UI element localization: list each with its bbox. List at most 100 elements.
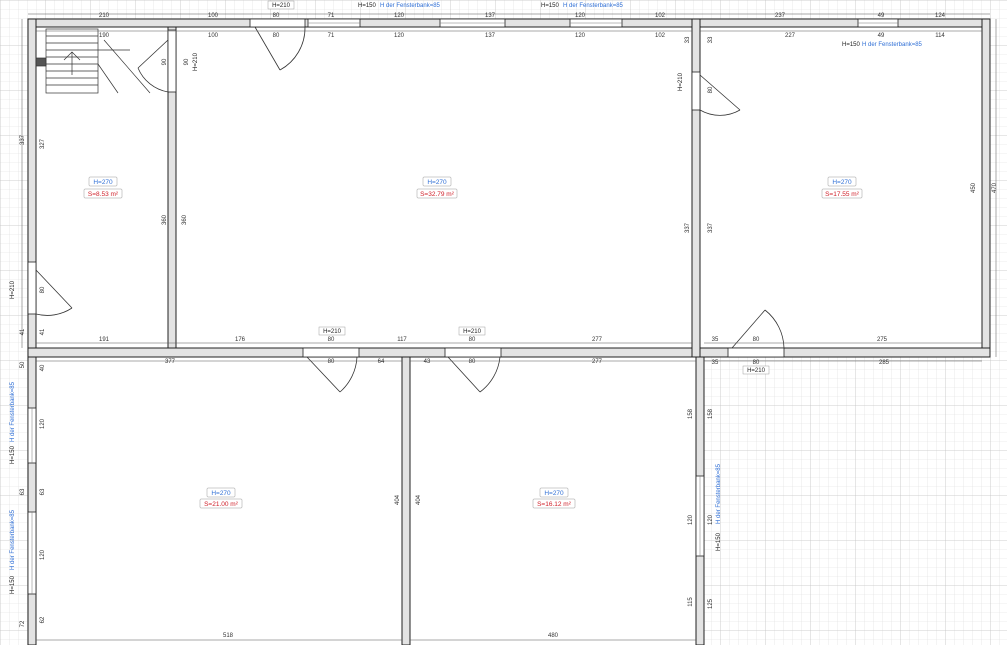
door-stair — [167, 29, 177, 93]
dim-low-2: 404 — [416, 494, 422, 505]
door-mid-2-height: H=210 — [463, 329, 482, 335]
dim-left-inner-5: 120 — [40, 418, 46, 429]
room-right-height: H=270 — [832, 179, 852, 186]
dim-bottom-2: 480 — [548, 633, 559, 639]
door-mid-2 — [444, 347, 502, 358]
dim-mid-9: 275 — [877, 337, 888, 343]
left-dims: 337 327 80 41 41 50 40 120 63 63 120 62 … — [20, 134, 46, 627]
dim-top-3: 80 — [273, 13, 280, 19]
dim-topin-4: 71 — [328, 33, 335, 39]
floor-fill — [36, 27, 982, 645]
top-opening-labels: H=210 H=150 H der Fensterbank=85 H=150 H… — [267, 0, 923, 48]
dim-top-2: 100 — [208, 13, 219, 19]
window-top-sill-2: H der Fensterbank=85 — [563, 3, 624, 9]
dim-left-outer-3: 50 — [20, 361, 26, 368]
room-right: H=270 S=17.55 m² — [821, 176, 863, 199]
dim-left-outer-1: 337 — [20, 134, 26, 145]
dim-low-1: 404 — [395, 494, 401, 505]
wall-right — [981, 18, 991, 358]
room-bottom-left-area: S=21.00 m² — [204, 501, 239, 508]
dim-mid-1: 191 — [99, 337, 110, 343]
room-bottom-right-area: S=16.12 m² — [537, 501, 572, 508]
dim-topin-6: 137 — [485, 33, 496, 39]
door-stair-height: H=210 — [193, 52, 199, 71]
dim-topin-1: 190 — [99, 33, 110, 39]
lower-vertical-dims: 404 404 158 158 120 120 115 125 H=150 H … — [395, 408, 722, 609]
wall-main-right — [691, 18, 701, 358]
window-top-height-1: H=150 — [358, 3, 377, 9]
dim-mid-8: 80 — [753, 337, 760, 343]
window-top-height-3: H=150 — [842, 42, 861, 48]
door-mid-1-height: H=210 — [323, 329, 342, 335]
dim-top-5: 120 — [394, 13, 405, 19]
dim-left-inner-9: 62 — [40, 616, 46, 623]
dim-top-6: 137 — [485, 13, 496, 19]
dim-top-10: 49 — [878, 13, 885, 19]
door-left — [27, 261, 37, 315]
window-left-height-1: H=150 — [10, 445, 16, 464]
door-right-height: H=210 — [678, 72, 684, 91]
dim-left-outer-4: 72 — [20, 620, 26, 627]
window-left-sill-2: H der Fensterbank=85 — [10, 509, 16, 570]
dim-low-6: 120 — [708, 514, 714, 525]
window-top-sill-3: H der Fensterbank=85 — [862, 42, 923, 48]
bottom-dims: 518 480 — [223, 633, 559, 639]
dim-top-9: 237 — [775, 13, 786, 19]
dim-mid-4: 117 — [397, 337, 407, 343]
door-mid-1 — [302, 347, 360, 358]
dim-mid-10: 377 — [165, 359, 176, 365]
dim-mid-17: 80 — [753, 360, 760, 366]
mid-door-labels: H=210 H=210 H=210 — [318, 326, 770, 375]
room-right-area: S=17.55 m² — [825, 191, 860, 198]
window-top-sill-1: H der Fensterbank=85 — [380, 3, 441, 9]
door-main-right — [691, 71, 701, 111]
top-outer-dims: 210 100 80 71 120 137 120 102 237 49 124 — [99, 13, 946, 19]
dim-left-inner-6: 63 — [20, 488, 26, 495]
room-main: H=270 S=32.79 m² — [416, 176, 458, 199]
room-stair-area: S=8.53 m² — [88, 191, 119, 198]
dim-left-inner-3: 41 — [40, 328, 46, 335]
dim-topin-2: 100 — [208, 33, 219, 39]
room-main-area: S=32.79 m² — [420, 191, 455, 198]
window-right-sill: H der Fensterbank=85 — [716, 463, 722, 524]
dim-topin-10: 49 — [878, 33, 885, 39]
room-stair: H=270 S=8.53 m² — [83, 176, 123, 199]
dim-mid-5: 80 — [469, 337, 476, 343]
dim-right-inner: 450 — [971, 182, 977, 193]
dim-topin-7: 120 — [575, 33, 586, 39]
dim-topin-3: 80 — [273, 33, 280, 39]
dim-rightdoor-top-1: 33 — [685, 36, 691, 43]
dim-rightdoor-top-2: 33 — [708, 36, 714, 43]
dim-mid-7: 35 — [712, 337, 719, 343]
window-top-height-2: H=150 — [541, 3, 560, 9]
top-inner-dims: 190 100 80 71 120 137 120 102 227 49 114 — [99, 33, 945, 39]
wall-left — [27, 18, 37, 645]
dim-mid-18: 285 — [879, 360, 890, 366]
dim-low-4: 158 — [708, 408, 714, 419]
dim-left-outer-2: 41 — [20, 328, 26, 335]
dim-mid-3: 80 — [328, 337, 335, 343]
door-left-height: H=210 — [10, 280, 16, 299]
room-main-height: H=270 — [427, 179, 447, 186]
right-dims: 470 450 — [971, 182, 998, 193]
room-bottom-left-height: H=270 — [211, 490, 231, 497]
dim-right-outer: 470 — [992, 182, 998, 193]
door-mid-3-height: H=210 — [747, 368, 766, 374]
dim-low-8: 125 — [708, 598, 714, 609]
dim-low-5: 120 — [688, 514, 694, 525]
door-swings — [35, 26, 785, 393]
dim-left-inner-4: 40 — [40, 364, 46, 371]
dim-mid-12: 64 — [378, 359, 385, 365]
door-top-height: H=210 — [272, 3, 291, 9]
dim-low-3: 158 — [688, 408, 694, 419]
dim-stairwall-2: 360 — [182, 214, 188, 225]
dim-left-inner-7: 63 — [40, 488, 46, 495]
room-stair-height: H=270 — [93, 179, 113, 186]
wall-mid-horizontal — [27, 347, 991, 358]
dim-top-7: 120 — [575, 13, 586, 19]
room-labels: H=270 S=8.53 m² H=270 S=32.79 m² H=270 S… — [83, 176, 863, 509]
mid-vertical-dims: 90 90 H=210 360 360 337 337 80 H=210 33 … — [162, 36, 714, 233]
window-left-sill-1: H der Fensterbank=85 — [10, 381, 16, 442]
dim-left-inner-2: 80 — [40, 286, 46, 293]
